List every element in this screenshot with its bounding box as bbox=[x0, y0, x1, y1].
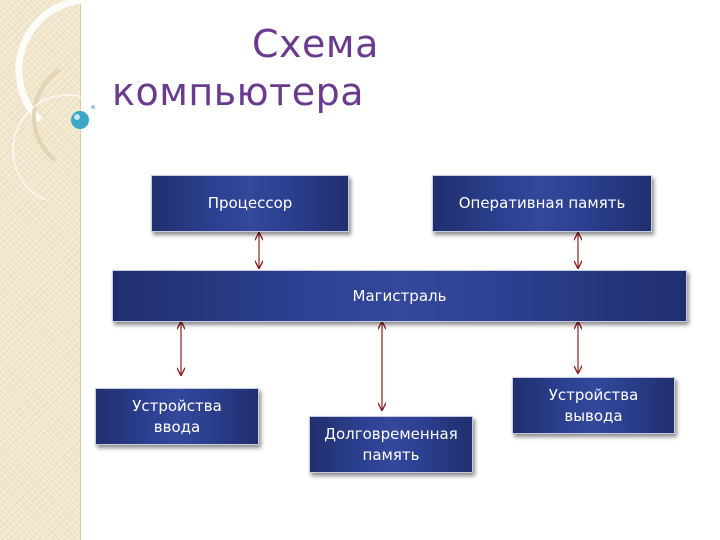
title-line-1: Схема bbox=[252, 22, 379, 66]
slide-title: Схема компьютера bbox=[112, 20, 412, 116]
processor-box: Процессор bbox=[151, 175, 349, 232]
processor-label: Процессор bbox=[207, 194, 293, 212]
input-devices-label: Устройства ввода bbox=[132, 396, 222, 436]
bus-label: Магистраль bbox=[352, 286, 447, 305]
storage-box: Долговременная память bbox=[309, 416, 473, 473]
storage-label: Долговременная память bbox=[324, 424, 458, 464]
output-devices-label: Устройства вывода bbox=[548, 385, 639, 425]
output-devices-box: Устройства вывода bbox=[512, 377, 675, 434]
ram-box: Оперативная память bbox=[432, 175, 652, 232]
ram-label: Оперативная память bbox=[458, 194, 626, 212]
decorative-circles bbox=[12, 0, 124, 200]
bus-box: Магистраль bbox=[112, 270, 687, 322]
input-devices-box: Устройства ввода bbox=[95, 388, 259, 445]
title-line-2: компьютера bbox=[112, 70, 365, 114]
